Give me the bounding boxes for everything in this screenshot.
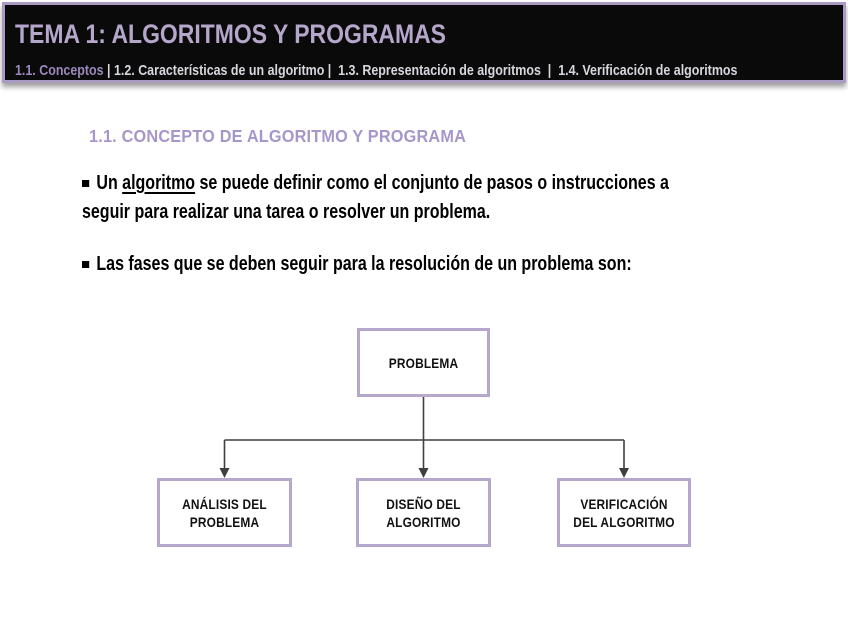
diagram-box-diseno: DISEÑO DEL ALGORITMO <box>356 478 491 547</box>
bullet-text-pre: Un <box>96 172 123 194</box>
nav-item-conceptos: 1.1. Conceptos <box>15 62 104 79</box>
bullet-text-post: se puede definir como el conjunto de pas… <box>195 172 669 194</box>
algoritmo-term: algoritmo <box>122 172 196 194</box>
slide-title: TEMA 1: ALGORITMOS Y PROGRAMAS <box>15 19 446 49</box>
diagram-box-label: DISEÑO DEL ALGORITMO <box>386 495 461 530</box>
bullet-text: Las fases que se deben seguir para la re… <box>96 253 632 275</box>
bullet-square-icon <box>82 180 90 187</box>
diagram-box-label: PROBLEMA <box>388 354 459 371</box>
bullet-definition: Un algoritmo se puede definir como el co… <box>82 169 848 227</box>
diagram-box-verificacion: VERIFICACIÓN DEL ALGORITMO <box>557 478 691 547</box>
nav-items-rest: | 1.2. Características de un algoritmo |… <box>103 62 738 79</box>
slide-header: TEMA 1: ALGORITMOS Y PROGRAMAS 1.1. Conc… <box>2 2 846 83</box>
diagram-box-problema: PROBLEMA <box>357 328 490 397</box>
arrowhead-icon <box>219 468 629 478</box>
bullet-square-icon <box>82 261 90 268</box>
header-nav: 1.1. Conceptos | 1.2. Características de… <box>15 61 737 81</box>
diagram-box-analisis: ANÁLISIS DEL PROBLEMA <box>157 478 292 547</box>
bullet-phases: Las fases que se deben seguir para la re… <box>82 250 848 279</box>
bullet-text-line2: seguir para realizar una tarea o resolve… <box>82 201 491 223</box>
diagram-box-label: VERIFICACIÓN DEL ALGORITMO <box>573 495 675 530</box>
section-heading: 1.1. CONCEPTO DE ALGORITMO Y PROGRAMA <box>89 126 467 146</box>
diagram-box-label: ANÁLISIS DEL PROBLEMA <box>182 495 267 530</box>
